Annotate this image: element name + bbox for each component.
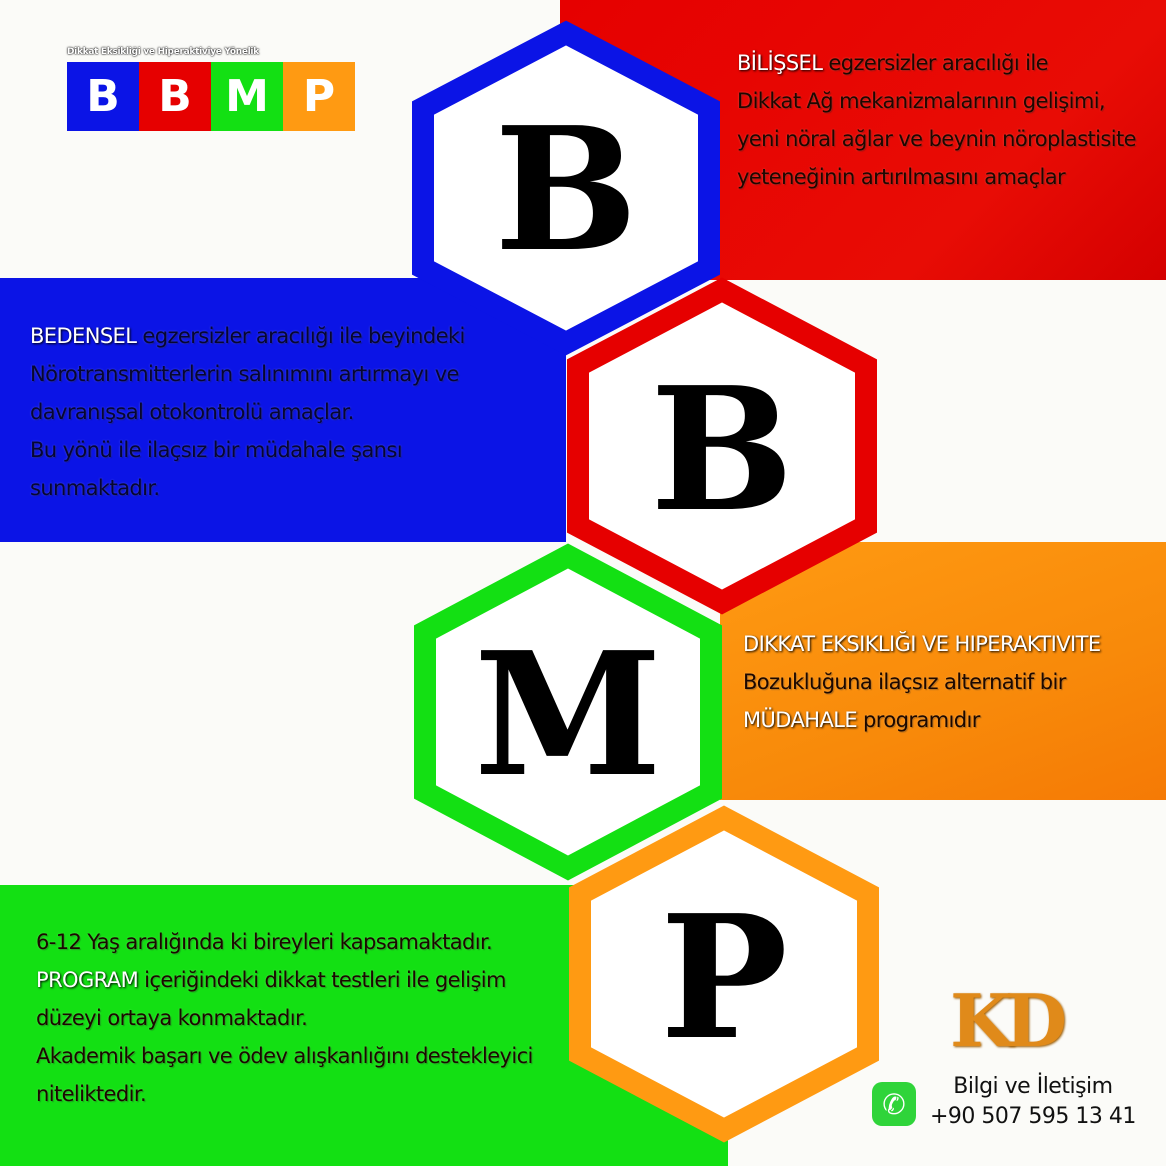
text-line: Bu yönü ile ilaçsız bir müdahale şansı bbox=[30, 438, 403, 462]
logo-letter: M bbox=[211, 62, 283, 131]
orange-panel bbox=[720, 542, 1166, 800]
hexagon-b1 bbox=[412, 20, 720, 356]
text-line: sunmaktadır. bbox=[30, 476, 160, 500]
text-line: 6-12 Yaş aralığında ki bireyleri kapsama… bbox=[36, 930, 493, 954]
highlight-bilissel: BİLİŞSEL bbox=[737, 51, 823, 75]
text-line: düzeyi ortaya konmaktadır. bbox=[36, 1006, 308, 1030]
contact-info: Bilgi ve İletişim +90 507 595 13 41 bbox=[930, 1072, 1136, 1132]
phone-number[interactable]: +90 507 595 13 41 bbox=[930, 1104, 1136, 1129]
hexagon-letter-b1: B bbox=[494, 90, 638, 290]
text-line: Dikkat Ağ mekanizmalarının gelişimi, bbox=[737, 89, 1106, 113]
phone-icon[interactable]: ✆ bbox=[872, 1082, 916, 1126]
logo-subtitle: Dikkat Eksikliği ve Hiperaktiviye Yöneli… bbox=[67, 47, 259, 57]
highlight-program: PROGRAM bbox=[36, 968, 139, 992]
cognitive-text: BİLİŞSEL egzersizler aracılığı ile Dikka… bbox=[737, 44, 1137, 196]
text-line: Nörotransmitterlerin salınımını artırmay… bbox=[30, 362, 459, 386]
text-line: Bozukluğuna ilaçsız alternatif bir bbox=[743, 670, 1066, 694]
bbmp-logo: Dikkat Eksikliği ve Hiperaktiviye Yöneli… bbox=[67, 47, 355, 131]
physical-text: BEDENSEL egzersizler aracılığı ile beyin… bbox=[30, 317, 465, 507]
hexagon-b2 bbox=[567, 277, 877, 615]
hexagon-letter-m: M bbox=[473, 615, 663, 815]
text-line: programıdır bbox=[856, 708, 980, 732]
intervention-text: DIKKAT EKSIKLIĞI VE HIPERAKTIVITE Bozukl… bbox=[743, 625, 1101, 739]
text-line: egzersizler aracılığı ile beyindeki bbox=[136, 324, 465, 348]
hexagon-letter-b2: B bbox=[650, 350, 794, 550]
program-text: 6-12 Yaş aralığında ki bireyleri kapsama… bbox=[36, 923, 533, 1113]
text-line: Akademik başarı ve ödev alışkanlığını de… bbox=[36, 1044, 533, 1068]
hexagon-p bbox=[569, 805, 879, 1143]
logo-letter: B bbox=[67, 62, 139, 131]
text-line: yeni nöral ağlar ve beynin nöroplastisit… bbox=[737, 127, 1137, 151]
logo-letter: P bbox=[283, 62, 355, 131]
logo-letter: B bbox=[139, 62, 211, 131]
text-line: niteliktedir. bbox=[36, 1082, 147, 1106]
orange-heading: DIKKAT EKSIKLIĞI VE HIPERAKTIVITE bbox=[743, 632, 1101, 656]
text-line: egzersizler aracılığı ile bbox=[822, 51, 1048, 75]
contact-label: Bilgi ve İletişim bbox=[953, 1074, 1113, 1099]
text-line: yeteneğinin artırılmasını amaçlar bbox=[737, 165, 1066, 189]
highlight-bedensel: BEDENSEL bbox=[30, 324, 137, 348]
hexagon-m bbox=[414, 543, 722, 881]
text-line: davranışsal otokontrolü amaçlar. bbox=[30, 400, 354, 424]
hexagon-letter-p: P bbox=[660, 878, 788, 1078]
blue-panel bbox=[0, 278, 566, 542]
text-line: içeriğindeki dikkat testleri ile gelişim bbox=[138, 968, 506, 992]
highlight-mudahale: MÜDAHALE bbox=[743, 708, 858, 732]
kd-logo: KD bbox=[950, 978, 1067, 1063]
